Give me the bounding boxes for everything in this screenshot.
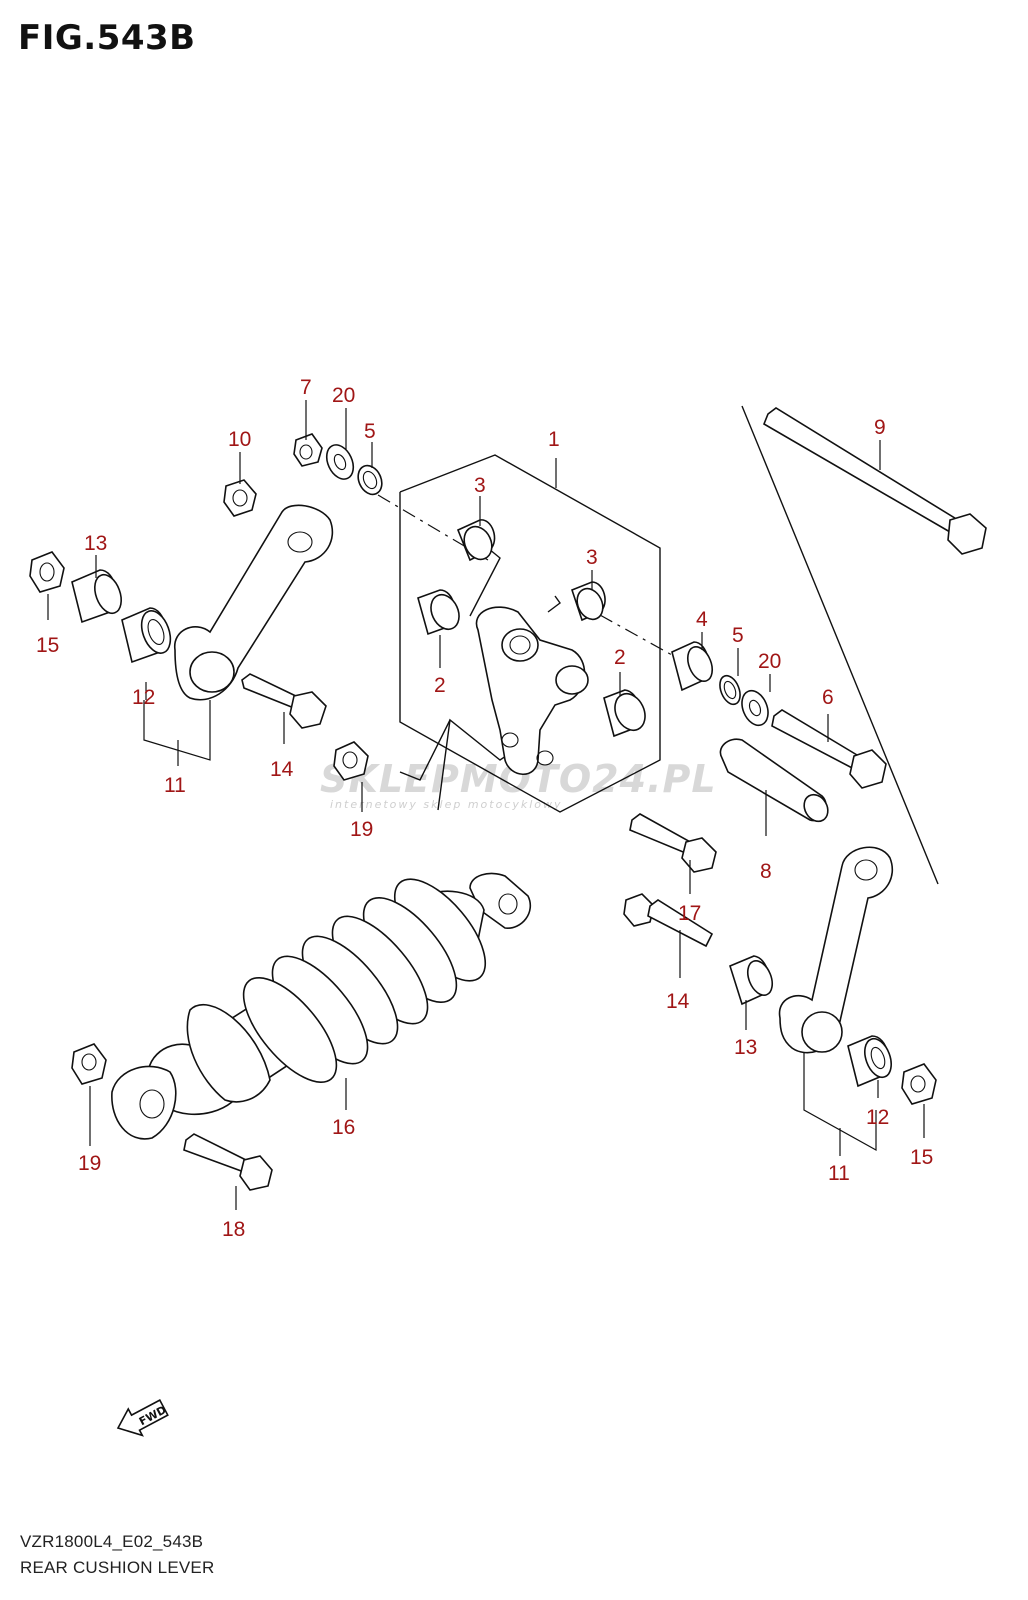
callout-4: 4	[696, 608, 708, 631]
bearing-3-top	[456, 519, 496, 562]
bottom-left-hardware	[71, 1043, 273, 1191]
nut-19-top	[333, 741, 369, 781]
callout-2-right: 2	[614, 646, 626, 669]
callout-18: 18	[222, 1218, 245, 1241]
callout-13-right: 13	[734, 1036, 757, 1059]
callout-2-left: 2	[434, 674, 446, 697]
rod-11-right	[778, 846, 893, 1054]
callout-20-top: 20	[332, 384, 355, 407]
callout-11-right: 11	[828, 1162, 850, 1185]
right-hardware-lower	[623, 893, 774, 1006]
callout-7: 7	[300, 376, 312, 399]
right-bearing-nut	[847, 1035, 937, 1105]
callout-1: 1	[548, 428, 560, 451]
callout-5-right: 5	[732, 624, 744, 647]
callout-12-right: 12	[866, 1106, 889, 1129]
bearing-2-right	[603, 689, 646, 738]
bearing-2-left	[417, 589, 460, 636]
bolt-9-long	[741, 405, 987, 885]
callout-12-left: 12	[132, 686, 155, 709]
callout-15-left: 15	[36, 634, 59, 657]
callout-9: 9	[874, 416, 886, 439]
leader-lines	[47, 400, 925, 1210]
bolt-17	[629, 813, 717, 873]
callout-19-bottom: 19	[78, 1152, 101, 1175]
spring-coils	[242, 878, 487, 1084]
callout-6: 6	[822, 686, 834, 709]
callout-3-right: 3	[586, 546, 598, 569]
callout-20-right: 20	[758, 650, 781, 673]
callout-11-left: 11	[164, 774, 186, 797]
callout-5-top: 5	[364, 420, 376, 443]
callout-13-left: 13	[84, 532, 107, 555]
callout-8: 8	[760, 860, 772, 883]
callout-10: 10	[228, 428, 251, 451]
right-hardware-upper	[671, 641, 887, 789]
left-hardware	[29, 551, 172, 664]
bearing-parts	[417, 519, 646, 738]
figure-code: VZR1800L4_E02_543B	[20, 1532, 204, 1551]
figure-name: REAR CUSHION LEVER	[20, 1558, 215, 1577]
callout-19-top: 19	[350, 818, 373, 841]
watermark-subtext: internetowy sklep motocyklowy	[330, 798, 563, 811]
rod-11-left	[174, 504, 334, 701]
callout-16: 16	[332, 1116, 355, 1139]
callout-17: 17	[678, 902, 701, 925]
callout-15-right: 15	[910, 1146, 933, 1169]
shock-absorber-16	[111, 872, 531, 1140]
figure-title: FIG.543B	[18, 18, 196, 58]
washer-group-top	[293, 433, 383, 496]
callout-14-left: 14	[270, 758, 294, 781]
nut-10	[223, 479, 257, 517]
sleeve-8	[719, 738, 829, 823]
callout-labels: 1 2 2 3 3 4 5 5 6 7 8 9 10 11 11 12 12 1…	[36, 376, 933, 1241]
fwd-arrow-icon: FWD	[116, 1399, 169, 1437]
callout-3-top: 3	[474, 474, 486, 497]
bearing-3-right	[571, 581, 606, 622]
bolt-14-left	[241, 673, 327, 729]
callout-14-right: 14	[666, 990, 690, 1013]
cushion-lever	[475, 606, 589, 775]
